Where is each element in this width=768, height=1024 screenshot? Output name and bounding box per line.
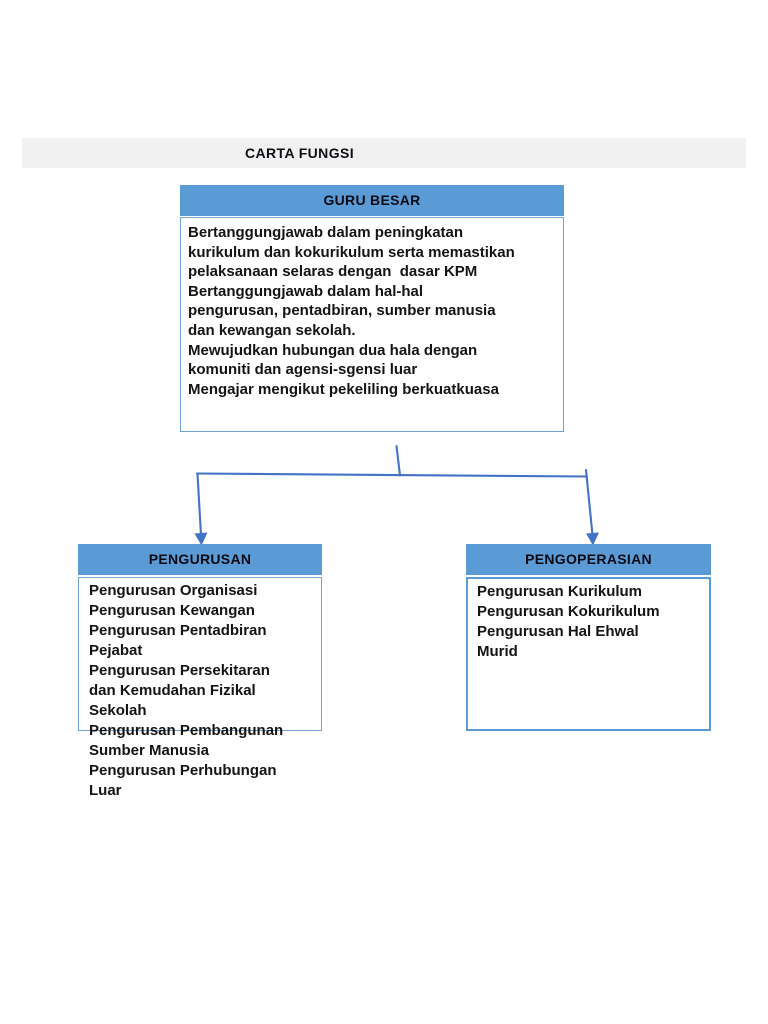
node-guru-besar-header: GURU BESAR bbox=[180, 185, 564, 216]
text-line: Sekolah bbox=[89, 702, 147, 719]
text-line: Pengurusan Pentadbiran bbox=[89, 622, 267, 639]
text-line: Pengurusan Kewangan bbox=[89, 602, 255, 619]
arrow-right-shaft bbox=[584, 468, 594, 537]
arrow-left-shaft bbox=[196, 472, 203, 537]
tree-stem-line bbox=[395, 444, 402, 477]
text-line: Luar bbox=[89, 782, 122, 799]
text-line: Pejabat bbox=[89, 642, 143, 659]
text-line: Bertanggungjawab dalam hal-hal bbox=[188, 282, 424, 300]
text-line: pelaksanaan selaras dengan dasar KPM bbox=[188, 263, 478, 281]
text-line: kurikulum dan kokurikulum serta memastik… bbox=[188, 243, 515, 261]
text-line: dan kewangan sekolah. bbox=[188, 321, 356, 339]
node-pengoperasian-title: PENGOPERASIAN bbox=[525, 551, 652, 567]
page-title: CARTA FUNGSI bbox=[245, 145, 355, 161]
title-bar: CARTA FUNGSI bbox=[22, 138, 746, 168]
node-guru-besar-body: Bertanggungjawab dalam peningkatan kuriku… bbox=[180, 217, 564, 432]
node-pengurusan-title: PENGURUSAN bbox=[148, 551, 252, 567]
node-pengurusan-header: PENGURUSAN bbox=[78, 544, 322, 575]
text-line: Pengurusan Kokurikulum bbox=[477, 603, 660, 620]
text-line: Murid bbox=[477, 643, 518, 660]
text-line: Bertanggungjawab dalam peningkatan bbox=[188, 224, 464, 241]
text-line: Pengurusan Hal Ehwal bbox=[477, 623, 639, 640]
node-guru-besar: GURU BESAR Bertanggungjawab dalam pening… bbox=[180, 185, 564, 432]
text-line: Mengajar mengikut pekeliling berkuatkuas… bbox=[188, 380, 499, 398]
text-line: komuniti dan agensi-sgensi luar bbox=[188, 361, 418, 379]
text-line: Mewujudkan hubungan dua hala dengan bbox=[188, 341, 478, 359]
text-line: dan Kemudahan Fizikal bbox=[89, 682, 256, 699]
text-line: pengurusan, pentadbiran, sumber manusia bbox=[188, 302, 496, 320]
tree-cross-line bbox=[195, 472, 589, 478]
text-line: Sumber Manusia bbox=[89, 742, 210, 759]
text-line: Pengurusan Pembangunan bbox=[89, 722, 284, 739]
connector-arrows bbox=[194, 444, 599, 546]
text-line: Pengurusan Organisasi bbox=[89, 582, 258, 599]
text-line: Pengurusan Perhubungan bbox=[89, 762, 277, 779]
text-line: Pengurusan Persekitaran bbox=[89, 662, 270, 679]
node-guru-besar-title: GURU BESAR bbox=[323, 192, 421, 208]
text-line: Pengurusan Kurikulum bbox=[477, 583, 643, 600]
node-pengoperasian-header: PENGOPERASIAN bbox=[466, 544, 711, 575]
